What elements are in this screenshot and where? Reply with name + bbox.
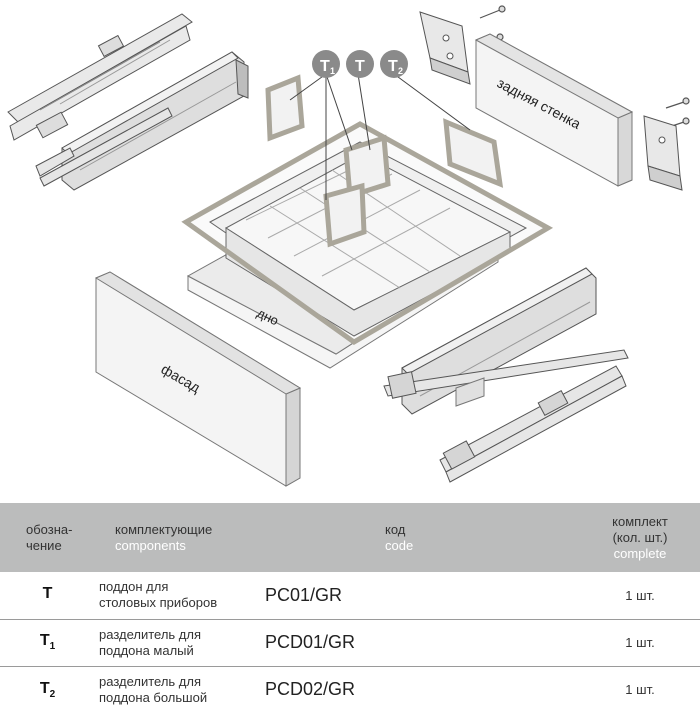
row-code: PC01/GR: [265, 584, 343, 605]
right-runner-upper: [383, 349, 629, 399]
label-plate: [455, 377, 485, 407]
header-components-ru: комплектующие: [115, 521, 213, 537]
divider-large: [443, 118, 504, 188]
row-quantity: 1 шт.: [625, 682, 655, 698]
row-symbol: T2: [39, 679, 56, 700]
assembly-diagram: задняя стенка дно: [7, 5, 690, 487]
header-symbol: обозна- чение: [0, 503, 95, 572]
header-components-en: components: [115, 537, 186, 553]
back-panel: [474, 33, 634, 187]
table-row: T2 разделитель для поддона большой PCD02…: [0, 666, 700, 713]
back-bracket-right: [643, 115, 683, 191]
callout-badge-t2: T 2: [380, 50, 408, 78]
header-code-ru: код: [385, 521, 406, 537]
right-runner-lower: [439, 365, 627, 483]
callout-badge-t1: T 1: [312, 50, 340, 78]
header-code-en: code: [385, 537, 414, 553]
back-bracket-left: [419, 11, 471, 85]
row-code: PCD01/GR: [265, 632, 356, 652]
svg-text:1: 1: [330, 66, 335, 76]
header-quantity-ru: комплект (кол. шт.): [612, 513, 668, 545]
table-row: T поддон для столовых приборов PC01/GR 1…: [0, 572, 700, 619]
callout-badge-t: T: [346, 50, 374, 78]
row-description: разделитель для поддона большой: [99, 673, 208, 705]
header-components: комплектующие components: [95, 503, 265, 572]
components-table: обозна- чение комплектующие components к…: [0, 503, 700, 713]
row-quantity: 1 шт.: [625, 587, 655, 603]
table-header-row: обозна- чение комплектующие components к…: [0, 503, 700, 572]
divider-small: [265, 74, 391, 248]
row-symbol: T: [42, 585, 53, 603]
header-quantity: комплект (кол. шт.) complete: [580, 503, 700, 572]
left-runner-upper: [7, 13, 193, 141]
svg-text:T: T: [320, 58, 330, 75]
header-code: код code: [265, 503, 580, 572]
row-quantity: 1 шт.: [625, 635, 655, 650]
svg-text:2: 2: [398, 66, 403, 76]
svg-text:T: T: [355, 58, 365, 75]
callout-leaders: [289, 73, 471, 200]
row-description: разделитель для поддона малый: [99, 626, 202, 658]
row-description: поддон для столовых приборов: [99, 579, 218, 611]
row-symbol: T1: [39, 632, 56, 653]
front-panel: [94, 271, 302, 487]
svg-text:T: T: [388, 58, 398, 75]
table-row: T1 разделитель для поддона малый PCD01/G…: [0, 619, 700, 666]
header-symbol-ru: обозна- чение: [26, 521, 73, 553]
header-quantity-en: complete: [613, 545, 667, 561]
left-runner-lower: [35, 107, 173, 187]
row-code: PCD02/GR: [265, 679, 356, 700]
